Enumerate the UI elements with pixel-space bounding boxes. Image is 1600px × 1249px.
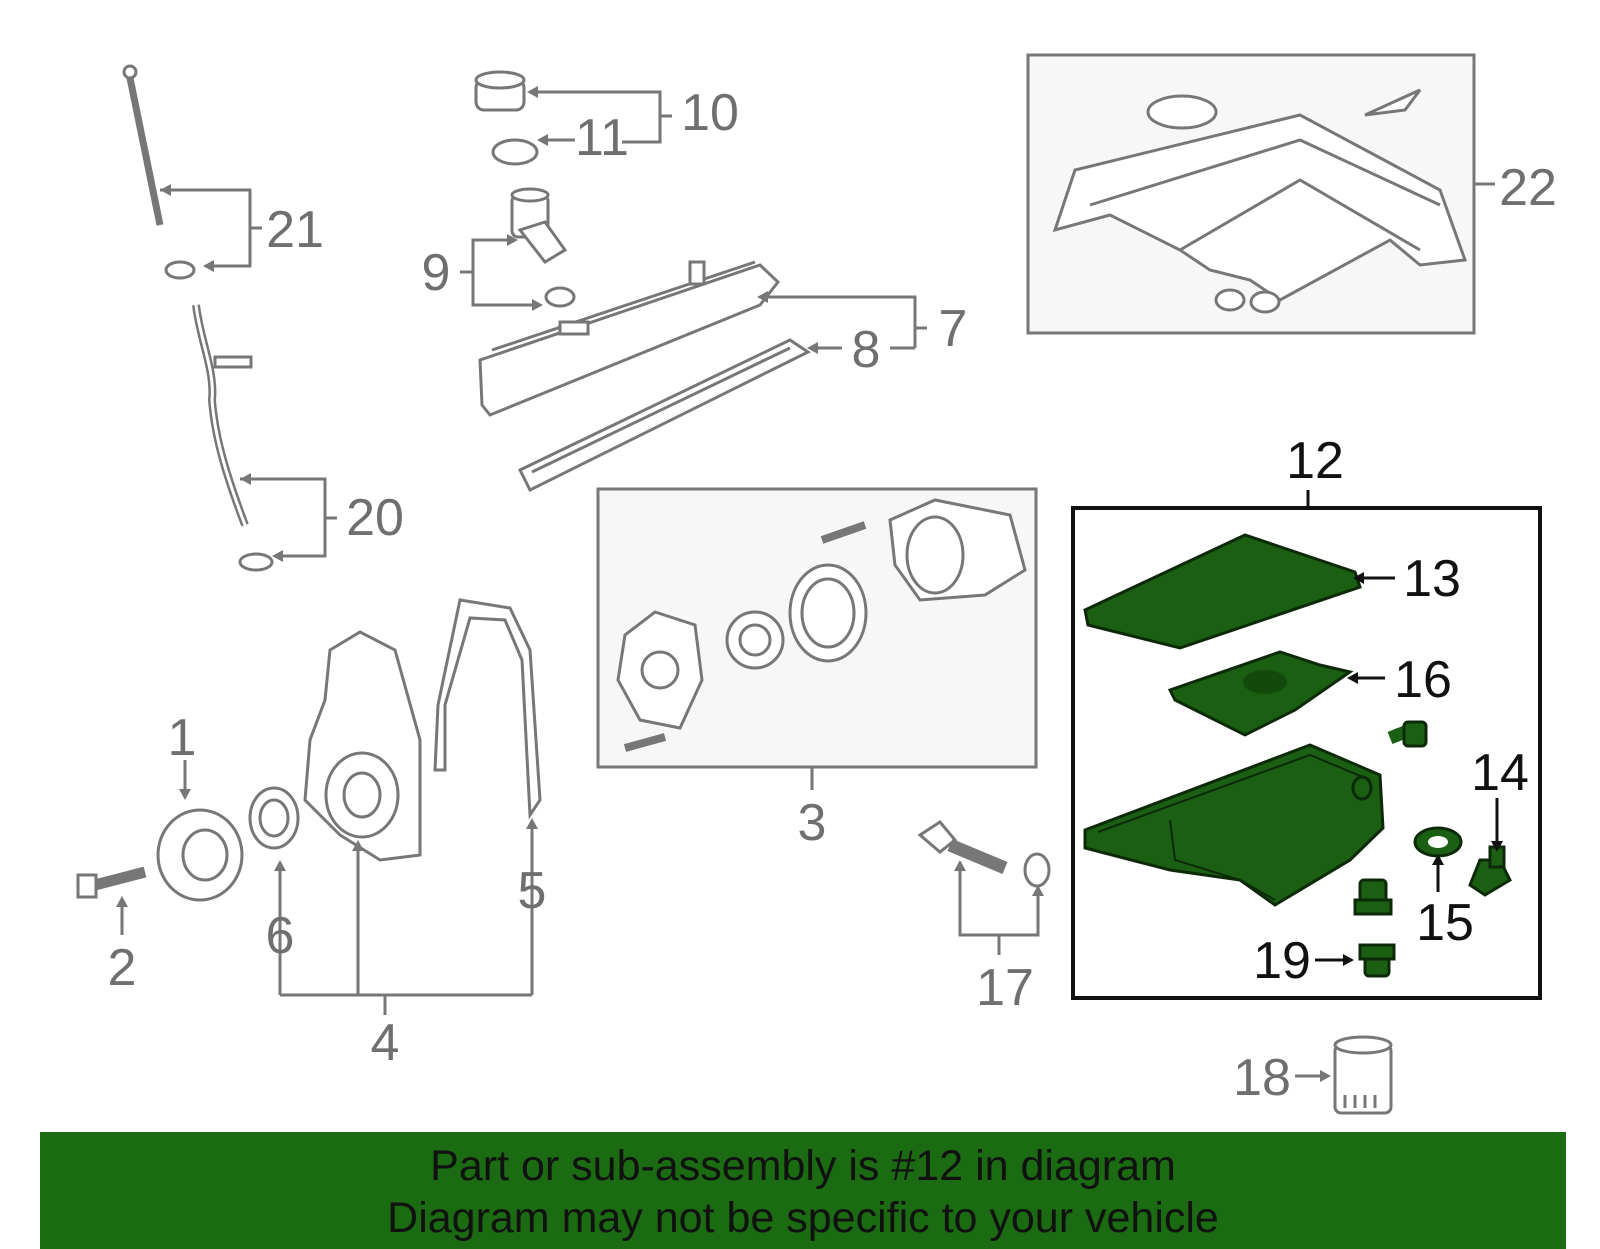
- oil-pan-windage-tray: [1167, 650, 1354, 737]
- front-seal: [248, 786, 300, 850]
- label-15: 15: [1416, 894, 1474, 952]
- leader-21: [160, 188, 252, 268]
- label-18: 18: [1233, 1049, 1291, 1107]
- label-8: 8: [852, 321, 881, 379]
- label-3: 3: [798, 794, 827, 852]
- oil-fill-cap: [474, 70, 539, 166]
- drain-plug-17: [917, 820, 1051, 888]
- label-14: 14: [1471, 744, 1529, 802]
- label-5: 5: [518, 862, 547, 920]
- label-2: 2: [108, 939, 137, 997]
- label-13: 13: [1403, 550, 1461, 608]
- oil-level-sensor: [1468, 845, 1512, 897]
- label-12: 12: [1286, 432, 1344, 490]
- label-9: 9: [422, 244, 451, 302]
- label-1: 1: [168, 709, 197, 767]
- label-17: 17: [976, 959, 1034, 1017]
- dipstick-tube: [192, 304, 274, 572]
- leader-9: [471, 238, 540, 307]
- label-4: 4: [371, 1014, 400, 1072]
- balancer-bolt: [76, 866, 147, 899]
- label-7: 7: [939, 300, 968, 358]
- label-11: 11: [575, 109, 629, 167]
- banner-line-2: Diagram may not be specific to your vehi…: [387, 1194, 1219, 1242]
- info-banner: Part or sub-assembly is #12 in diagram D…: [40, 1132, 1566, 1249]
- label-16: 16: [1394, 651, 1452, 709]
- label-10: 10: [681, 84, 739, 142]
- label-21: 21: [266, 201, 324, 259]
- label-20: 20: [346, 489, 404, 547]
- front-cover: [303, 630, 422, 862]
- valve-cover: [478, 260, 781, 417]
- label-6: 6: [266, 907, 295, 965]
- label-19: 19: [1253, 932, 1311, 990]
- oil-level-sensor-seal: [1413, 826, 1463, 858]
- label-22: 22: [1499, 159, 1557, 217]
- drain-plug-19: [1353, 878, 1396, 978]
- balancer-pulley: [156, 808, 244, 902]
- oil-pan: [1083, 743, 1385, 907]
- valve-cover-gasket: [517, 338, 811, 493]
- oil-pan-baffle: [1083, 533, 1362, 650]
- pcv-elbow: [510, 187, 576, 308]
- oil-filter: [1333, 1035, 1393, 1115]
- banner-line-1: Part or sub-assembly is #12 in diagram: [430, 1142, 1176, 1190]
- front-cover-gasket: [433, 598, 542, 820]
- leader-7: [760, 295, 917, 348]
- oil-pump: [616, 498, 1027, 752]
- oil-pan-bolt: [1351, 720, 1428, 801]
- dipstick: [122, 64, 196, 280]
- leader-20: [240, 477, 327, 558]
- engine-cover: [1052, 88, 1468, 314]
